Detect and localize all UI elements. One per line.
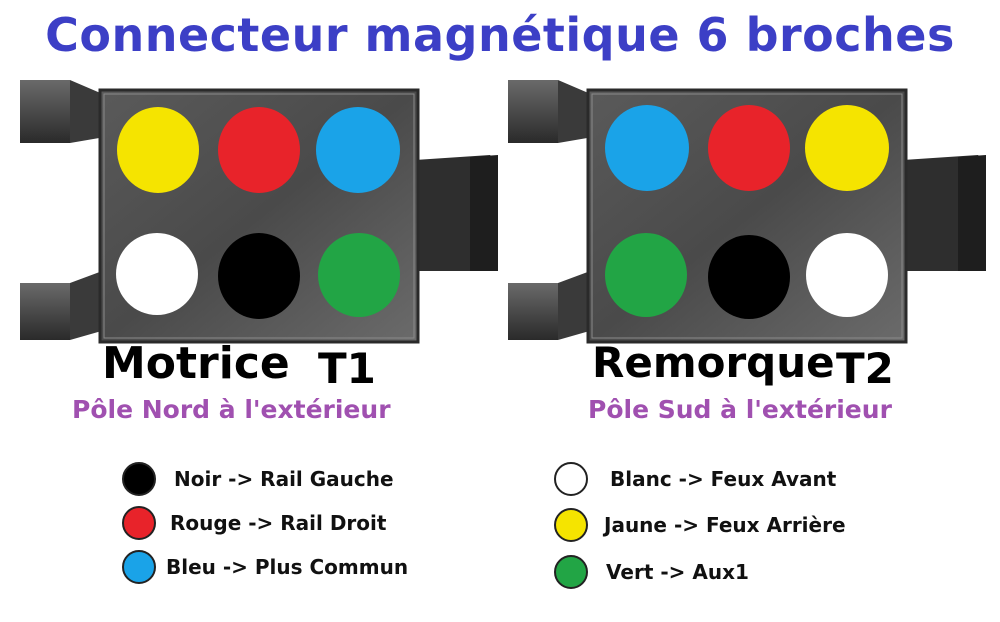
pin-t1-bottom-1 [116, 233, 198, 315]
legend-color-dot [554, 555, 588, 589]
pin-t2-top-2 [708, 105, 790, 191]
legend-item: Jaune -> Feux Arrière [554, 508, 846, 542]
connector-t2-name: Remorque [592, 338, 835, 387]
legend-label: Blanc -> Feux Avant [610, 467, 837, 491]
connector-t1-tag: T1 [318, 344, 376, 393]
legend-item: Noir -> Rail Gauche [122, 462, 394, 496]
connector-t2-pole: Pôle Sud à l'extérieur [588, 395, 892, 424]
legend-label: Noir -> Rail Gauche [174, 467, 394, 491]
legend-item: Blanc -> Feux Avant [554, 462, 836, 496]
connector-t2-tag: T2 [836, 344, 894, 393]
legend-color-dot [122, 506, 156, 540]
pin-t2-top-1 [605, 105, 689, 191]
connector-t1-pole: Pôle Nord à l'extérieur [72, 395, 391, 424]
pin-t2-bottom-1 [605, 233, 687, 317]
page-title: Connecteur magnétique 6 broches [45, 8, 955, 62]
pin-t1-top-1 [117, 107, 199, 193]
legend-item: Bleu -> Plus Commun [122, 550, 408, 584]
legend-label: Vert -> Aux1 [606, 560, 749, 584]
connector-t1-name: Motrice [102, 338, 290, 389]
connector-t2-illustration [508, 75, 988, 350]
legend-label: Jaune -> Feux Arrière [604, 513, 846, 537]
pin-t1-bottom-3 [318, 233, 400, 317]
legend-color-dot [122, 550, 156, 584]
pin-t2-bottom-2 [708, 235, 790, 319]
legend-color-dot [554, 508, 588, 542]
legend-color-dot [122, 462, 156, 496]
legend-color-dot [554, 462, 588, 496]
legend-label: Bleu -> Plus Commun [166, 555, 409, 579]
legend-label: Rouge -> Rail Droit [170, 511, 387, 535]
pin-t2-bottom-3 [806, 233, 888, 317]
legend-item: Rouge -> Rail Droit [122, 506, 386, 540]
pin-t1-top-3 [316, 107, 400, 193]
pin-t1-top-2 [218, 107, 300, 193]
legend-item: Vert -> Aux1 [554, 555, 749, 589]
pin-t1-bottom-2 [218, 233, 300, 319]
pin-t2-top-3 [805, 105, 889, 191]
connector-t1-illustration [20, 75, 500, 350]
